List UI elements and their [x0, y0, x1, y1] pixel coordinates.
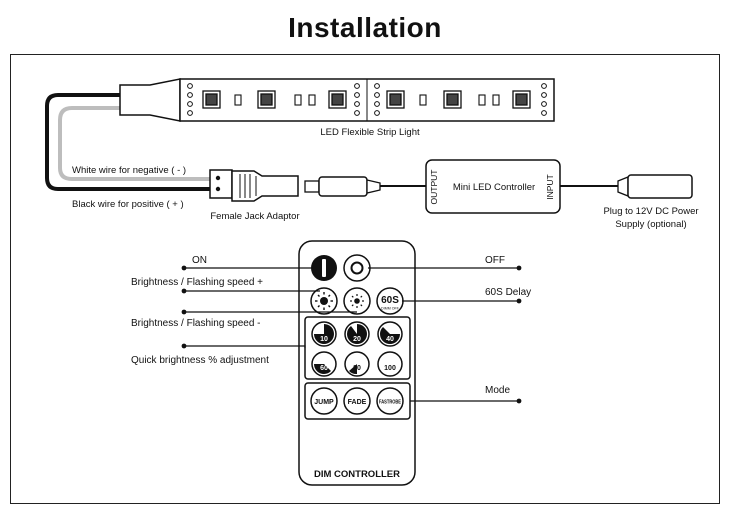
- callout-delay: 60S Delay: [485, 287, 531, 298]
- white-wire: [58, 106, 212, 181]
- jump-button[interactable]: JUMP: [310, 387, 338, 415]
- callout-on: ON: [192, 255, 207, 266]
- sun-large-icon: [320, 297, 328, 305]
- percent-80-button[interactable]: 80: [344, 351, 370, 377]
- off-button[interactable]: [343, 254, 371, 282]
- controller-name: Mini LED Controller: [453, 182, 535, 193]
- power-plug: [617, 174, 693, 199]
- output-label: OUTPUT: [429, 170, 439, 205]
- remote-control: 60S DIMM OFF 10 20 40 60: [298, 240, 416, 486]
- page-title: Installation: [288, 12, 442, 43]
- input-label: INPUT: [545, 174, 555, 200]
- callout-dots: [181, 265, 522, 404]
- diagram-frame: [10, 54, 720, 504]
- mini-led-controller: OUTPUT INPUT Mini LED Controller: [425, 159, 561, 214]
- percent-100-button[interactable]: 100: [377, 351, 403, 377]
- resistors: [234, 94, 500, 106]
- brightness-up-button[interactable]: [310, 287, 338, 315]
- strip-label: LED Flexible Strip Light: [320, 127, 420, 138]
- solder-pads: [187, 83, 547, 116]
- percent-10-label: 10: [320, 336, 328, 343]
- percent-60-label: 60: [320, 365, 328, 372]
- fade-label: FADE: [348, 399, 367, 406]
- percent-20-label: 20: [353, 336, 361, 343]
- percent-20-button[interactable]: 20: [344, 321, 370, 347]
- on-button[interactable]: [311, 255, 337, 281]
- percent-40-label: 40: [386, 336, 394, 343]
- wires: [45, 93, 618, 191]
- percent-10-button[interactable]: 10: [311, 321, 337, 347]
- percent-60-button[interactable]: 60: [311, 351, 337, 377]
- adaptor-label: Female Jack Adaptor: [210, 211, 299, 222]
- led-strip: LED Flexible Strip Light: [119, 78, 555, 138]
- sun-small-icon: [354, 298, 360, 304]
- delay-60s-button[interactable]: 60S DIMM OFF: [376, 287, 404, 315]
- delay-button-sublabel: DIMM OFF: [381, 307, 400, 311]
- male-plug: [304, 176, 381, 197]
- jump-label: JUMP: [314, 399, 334, 406]
- black-wire-label: Black wire for positive ( + ): [72, 199, 184, 210]
- percent-100-label: 100: [384, 365, 396, 372]
- fastrobe-label: FASTROBE: [379, 400, 402, 406]
- fastrobe-button[interactable]: FASTROBE: [376, 387, 404, 415]
- callout-off: OFF: [485, 255, 505, 266]
- female-jack-adaptor: [209, 169, 299, 202]
- remote-name: DIM CONTROLLER: [314, 469, 400, 480]
- callout-brightness-up: Brightness / Flashing speed +: [131, 277, 263, 288]
- black-wire: [45, 93, 212, 191]
- delay-button-label: 60S: [381, 295, 399, 306]
- percent-40-button[interactable]: 40: [377, 321, 403, 347]
- fade-button[interactable]: FADE: [343, 387, 371, 415]
- percent-80-label: 80: [353, 365, 361, 372]
- callout-mode: Mode: [485, 385, 510, 396]
- brightness-down-button[interactable]: [343, 287, 371, 315]
- callout-quick-brightness: Quick brightness % adjustment: [131, 355, 269, 366]
- led-chips: [202, 90, 531, 109]
- white-wire-label: White wire for negative ( - ): [72, 165, 186, 176]
- power-supply-label-1: Plug to 12V DC Power: [603, 206, 698, 217]
- callout-brightness-down: Brightness / Flashing speed -: [131, 318, 261, 329]
- strip-connector: [119, 78, 181, 122]
- power-supply-label-2: Supply (optional): [615, 219, 686, 230]
- callouts: [184, 267, 519, 402]
